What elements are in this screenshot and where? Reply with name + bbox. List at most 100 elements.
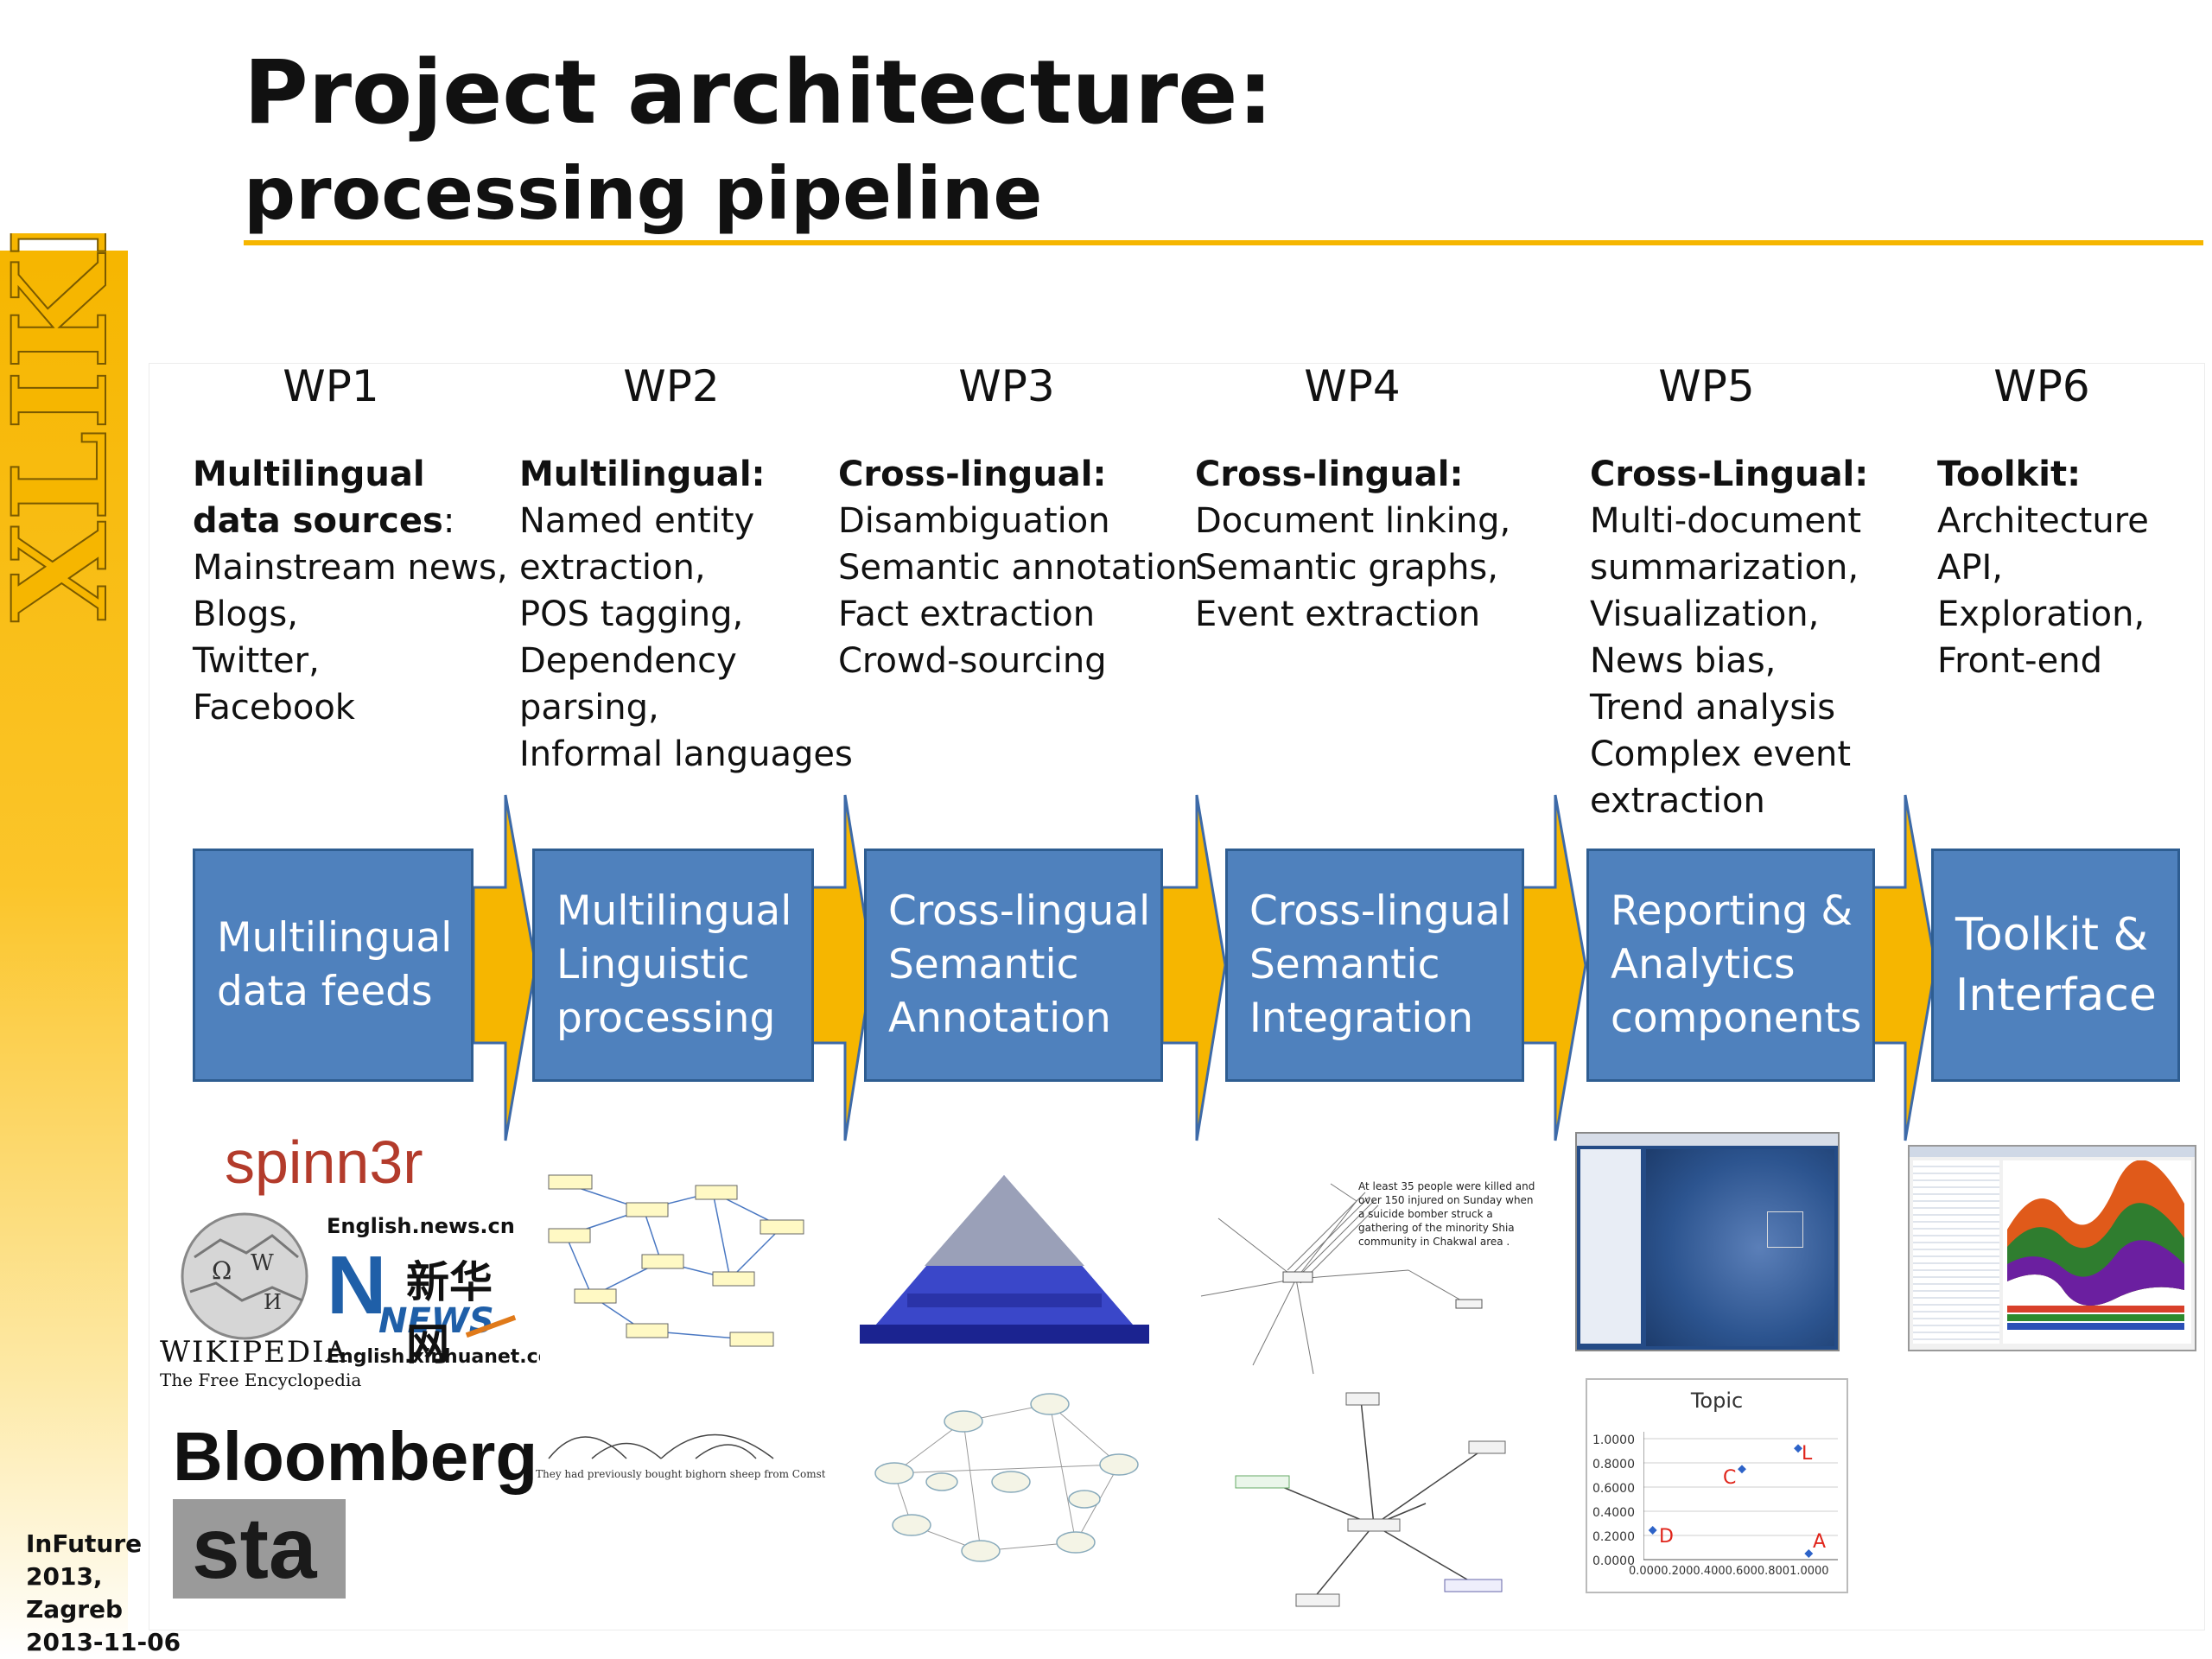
event-graph-thumbnail <box>1200 1183 1483 1375</box>
wp1-label: WP1 <box>283 361 379 411</box>
concept-map-thumbnail <box>540 1158 812 1365</box>
wp5-item: summarization, <box>1590 548 1859 588</box>
topic-chart-x-ticks: 0.0000.2000.4000.6000.8001.0000 <box>1629 1565 1829 1578</box>
wp3-item: Crowd-sourcing <box>838 641 1107 681</box>
wp2-item: Informal languages <box>519 734 853 774</box>
toolkit-screenshot <box>1908 1145 2196 1351</box>
knowledge-pyramid-thumbnail <box>860 1175 1149 1344</box>
wp6-item: Exploration, <box>1937 594 2145 634</box>
visualization-canvas <box>1646 1149 1834 1346</box>
arrow-wp3-wp4 <box>1160 794 1227 1141</box>
topic-label-d: D <box>1659 1526 1674 1548</box>
wp5-item: Multi-document <box>1590 501 1862 541</box>
wikipedia-globe-icon: Ω W И <box>181 1212 308 1340</box>
topic-chart-y-ticks: 1.0000 0.8000 0.6000 0.4000 0.2000 0.000… <box>1592 1433 1635 1568</box>
xinhua-chinese-text: 新华网 <box>406 1257 493 1370</box>
semantic-network-thumbnail <box>874 1393 1139 1562</box>
wp6-item: Front-end <box>1937 641 2102 681</box>
slide-title: Project architecture: <box>244 41 1274 144</box>
wp1-item: Blogs, <box>193 594 298 634</box>
wp6-description: Toolkit: Architecture API, Exploration, … <box>1937 451 2149 684</box>
dependency-sentence: They had previously bought bighorn sheep… <box>536 1468 825 1480</box>
topic-label-c: C <box>1723 1467 1736 1489</box>
wp4-item: Event extraction <box>1195 594 1481 634</box>
svg-text:И: И <box>264 1290 282 1314</box>
topic-point-a <box>1804 1549 1814 1558</box>
wp5-label: WP5 <box>1658 361 1755 411</box>
bloomberg-logo: Bloomberg <box>173 1418 538 1495</box>
wp2-item: POS tagging, <box>519 594 744 634</box>
window-sidebar <box>1580 1149 1641 1344</box>
arrow-wp2-wp3 <box>810 794 874 1141</box>
spinn3r-logo: spinn3r <box>225 1128 423 1196</box>
wp3-description: Cross-lingual: Disambiguation Semantic a… <box>838 451 1198 684</box>
box-toolkit-interface: Toolkit &Interface <box>1931 849 2180 1082</box>
wp5-item: News bias, <box>1590 641 1777 681</box>
wp1-item: Mainstream news, <box>193 548 508 588</box>
xinhua-n: N <box>327 1239 387 1332</box>
wp1-description: Multilingual data sources: Mainstream ne… <box>193 451 508 731</box>
wp5-item: Trend analysis <box>1590 688 1836 728</box>
visualization-screenshot <box>1575 1132 1840 1351</box>
arrow-wp1-wp2 <box>472 794 537 1141</box>
sta-logo-bg: sta <box>173 1499 346 1599</box>
wp1-heading: Multilingual <box>193 454 425 494</box>
xinhua-top-text: English.news.cn <box>327 1214 515 1238</box>
wp2-item: parsing, <box>519 688 659 728</box>
wp4-item: Document linking, <box>1195 501 1511 541</box>
topic-label-l: L <box>1802 1443 1813 1465</box>
wp5-heading: Cross-Lingual: <box>1590 454 1869 494</box>
wp4-label: WP4 <box>1304 361 1401 411</box>
wp5-item: Visualization, <box>1590 594 1820 634</box>
wp6-item: Architecture <box>1937 501 2149 541</box>
logo-text: XLIKE <box>0 233 128 622</box>
sta-logo: sta <box>192 1500 317 1597</box>
wp1-item: Facebook <box>193 688 355 728</box>
wp3-item: Disambiguation <box>838 501 1110 541</box>
topic-label-a: A <box>1813 1531 1826 1553</box>
xinhua-news-logo: N NEWS 新华网 <box>327 1239 521 1370</box>
wp5-item: Complex event <box>1590 734 1852 774</box>
arrow-wp4-wp5 <box>1521 794 1587 1141</box>
topic-chart-title: Topic <box>1690 1389 1744 1413</box>
brand-stripe <box>0 251 128 1659</box>
xinhua-bottom-text: English.xinhuanet.com <box>327 1346 571 1368</box>
wp4-description: Cross-lingual: Document linking, Semanti… <box>1195 451 1510 638</box>
topic-point-c <box>1738 1465 1746 1474</box>
slide-footer: InFuture 2013, Zagreb 2013-11-06 <box>26 1529 181 1656</box>
wp2-heading: Multilingual: <box>519 454 766 494</box>
wp4-item: Semantic graphs, <box>1195 548 1498 588</box>
wp3-heading: Cross-lingual: <box>838 454 1107 494</box>
toolkit-list <box>1913 1160 1999 1344</box>
wp5-description: Cross-Lingual: Multi-document summarizat… <box>1590 451 1868 824</box>
topic-chart-thumbnail: Topic 1.0000 0.8000 0.6000 0.4000 0.2000… <box>1586 1378 1848 1593</box>
wp2-label: WP2 <box>623 361 720 411</box>
wp5-item: extraction <box>1590 781 1765 821</box>
wp3-item: Fact extraction <box>838 594 1096 634</box>
semantic-graph-thumbnail <box>1235 1392 1506 1607</box>
dependency-parse-thumbnail: They had previously bought bighorn sheep… <box>536 1433 825 1480</box>
svg-text:W: W <box>251 1250 274 1276</box>
topic-chart-plot: D C L A <box>1643 1432 1838 1560</box>
wikipedia-wordmark: WIKIPEDIA <box>160 1335 349 1370</box>
stream-graph <box>2003 1160 2191 1344</box>
wp6-heading: Toolkit: <box>1937 454 2082 494</box>
window-titlebar <box>1577 1134 1838 1146</box>
wp4-heading: Cross-lingual: <box>1195 454 1464 494</box>
visualization-selection <box>1767 1211 1803 1248</box>
wp3-item: Semantic annotation <box>838 548 1198 588</box>
wp6-item: API, <box>1937 548 2003 588</box>
slide-subtitle: processing pipeline <box>244 151 1043 236</box>
news-snippet: At least 35 people were killed and over … <box>1358 1180 1535 1248</box>
wp2-item: Named entity <box>519 501 755 541</box>
title-underline <box>244 240 2203 245</box>
wp1-item: Twitter, <box>193 641 320 681</box>
xlike-logo: XLIKE <box>0 233 128 623</box>
wp6-label: WP6 <box>1993 361 2090 411</box>
svg-text:Ω: Ω <box>212 1256 232 1285</box>
